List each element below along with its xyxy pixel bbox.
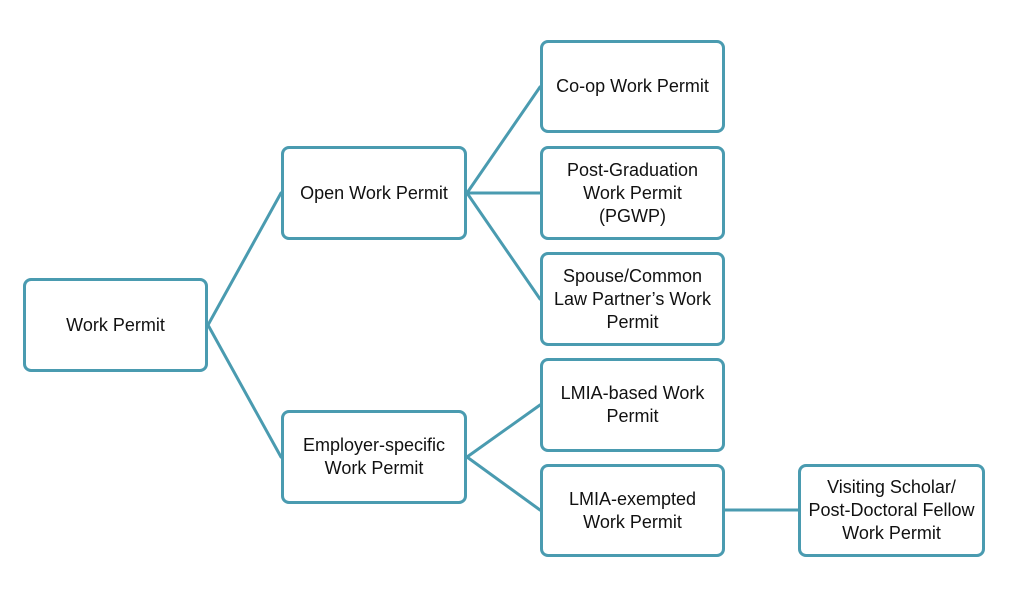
node-open-work-permit: Open Work Permit [281,146,467,240]
connector-open-coop [465,85,542,195]
node-label-coop-work-permit: Co-op Work Permit [556,76,709,96]
node-label-work-permit: Work Permit [66,314,165,335]
connector-open-spouse [465,191,542,301]
node-spouse-common-law-partner-work-permit: Spouse/Common Law Partner’s Work Permit [540,252,725,346]
node-employer-specific-work-permit: Employer-specific Work Permit [281,410,467,504]
connector-employer-lmia-exempted [465,455,542,512]
node-coop-work-permit: Co-op Work Permit [540,40,725,133]
node-label-lmia-exempted-work-permit: LMIA-exempted Work Permit [568,488,697,532]
connector-employer-lmia-based [465,403,542,459]
node-label-employer-specific-work-permit: Employer-specific Work Permit [302,435,446,478]
connector-root-employer [206,323,283,459]
node-label-post-graduation-work-permit: Post-Graduation Work Permit (PGWP) [566,159,699,226]
node-work-permit: Work Permit [23,278,208,372]
node-label-open-work-permit: Open Work Permit [300,182,448,203]
node-lmia-exempted-work-permit: LMIA-exempted Work Permit [540,464,725,557]
node-label-spouse-common-law-partner-work-permit: Spouse/Common Law Partner’s Work Permit [553,265,712,332]
node-visiting-scholar-post-doctoral-fellow-work-permit: Visiting Scholar/ Post-Doctoral Fellow W… [798,464,985,557]
node-label-lmia-based-work-permit: LMIA-based Work Permit [560,383,705,426]
node-label-visiting-scholar-post-doctoral-fellow-work-permit: Visiting Scholar/ Post-Doctoral Fellow W… [808,477,975,543]
node-post-graduation-work-permit: Post-Graduation Work Permit (PGWP) [540,146,725,240]
node-lmia-based-work-permit: LMIA-based Work Permit [540,358,725,452]
connector-root-open [206,191,283,327]
